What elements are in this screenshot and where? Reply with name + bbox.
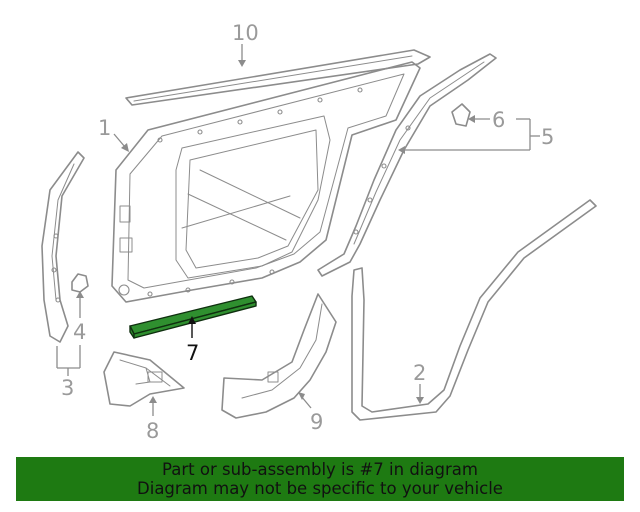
- part-5-rear-seal: [317, 53, 497, 277]
- svg-text:6: 6: [492, 108, 505, 132]
- svg-text:4: 4: [73, 320, 86, 344]
- callout-1: 1: [98, 116, 129, 152]
- part-7-highlighted-strip: [129, 295, 257, 339]
- svg-text:7: 7: [186, 341, 199, 365]
- part-3-edge-seal: [41, 151, 85, 343]
- svg-text:8: 8: [146, 419, 159, 443]
- part-2-weatherstrip: [351, 199, 597, 421]
- part-8-bracket: [103, 351, 185, 407]
- callout-4: 4: [73, 291, 86, 368]
- callout-6: 6: [468, 108, 505, 132]
- part-4-clip: [71, 273, 89, 293]
- part-1-door-shell: [111, 61, 421, 303]
- callout-7: 7: [186, 316, 199, 365]
- notice-banner: Part or sub-assembly is #7 in diagram Di…: [16, 457, 624, 501]
- callout-3: 3: [56, 346, 80, 400]
- callout-10: 10: [232, 21, 259, 67]
- svg-text:5: 5: [541, 125, 554, 149]
- notice-line-2: Diagram may not be specific to your vehi…: [137, 479, 503, 498]
- callout-8: 8: [146, 396, 159, 443]
- callout-9: 9: [298, 392, 323, 434]
- svg-text:10: 10: [232, 21, 259, 45]
- svg-text:1: 1: [98, 116, 111, 140]
- svg-text:2: 2: [413, 361, 426, 385]
- svg-text:3: 3: [61, 376, 74, 400]
- part-6-clip: [451, 103, 471, 127]
- part-9-trim-panel: [221, 293, 337, 419]
- parts-diagram: 10 1 3: [41, 21, 597, 443]
- part-10-upper-molding: [125, 49, 431, 106]
- svg-text:9: 9: [310, 410, 323, 434]
- callout-5: 5: [398, 118, 554, 154]
- notice-line-1: Part or sub-assembly is #7 in diagram: [162, 460, 478, 479]
- callout-2: 2: [413, 361, 426, 404]
